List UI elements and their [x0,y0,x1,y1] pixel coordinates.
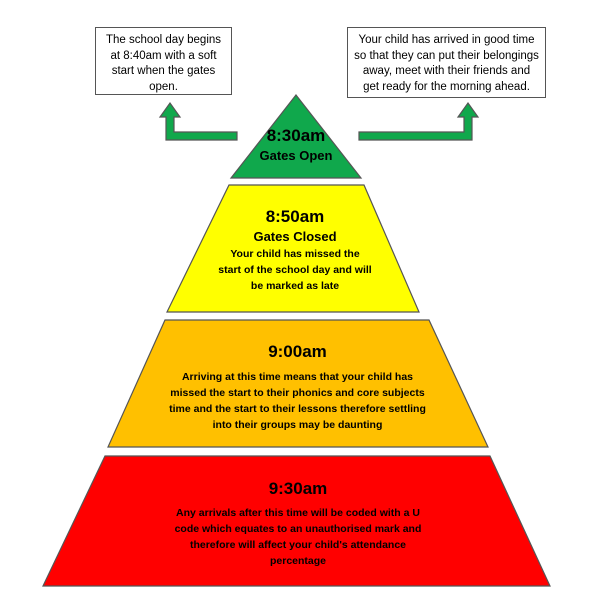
left-note-box: The school day begins at 8:40am with a s… [95,27,232,95]
tier-1-green-triangle [229,94,363,179]
tier-2-label: 8:50am Gates Closed Your child has misse… [200,206,390,294]
tier-3-label: 9:00am Arriving at this time means that … [145,341,450,433]
tier-2-desc: Your child has missed the start of the s… [218,248,372,292]
right-arrow-icon [358,101,480,141]
tier-2-yellow-trapezoid [166,184,420,313]
tier-4-desc: Any arrivals after this time will be cod… [174,507,422,567]
tier-4-time: 9:30am [268,479,328,498]
tier-4-label: 9:30am Any arrivals after this time will… [113,478,483,569]
tier-2-title: Gates Closed [253,229,337,244]
right-note-box: Your child has arrived in good time so t… [347,27,546,98]
tier-3-desc: Arriving at this time means that your ch… [169,371,426,431]
left-arrow-icon [158,101,238,141]
tier-3-time: 9:00am [268,342,327,361]
tier-4-red-trapezoid [42,455,551,587]
tier-1-title: Gates Open [259,148,333,163]
tier-1-label: 8:30am Gates Open [236,125,356,165]
tier-3-amber-trapezoid [107,319,489,448]
left-note-text: The school day begins at 8:40am with a s… [105,34,222,93]
right-note-text: Your child has arrived in good time so t… [354,34,539,93]
tier-1-time: 8:30am [266,126,326,145]
tier-2-time: 8:50am [265,207,325,226]
